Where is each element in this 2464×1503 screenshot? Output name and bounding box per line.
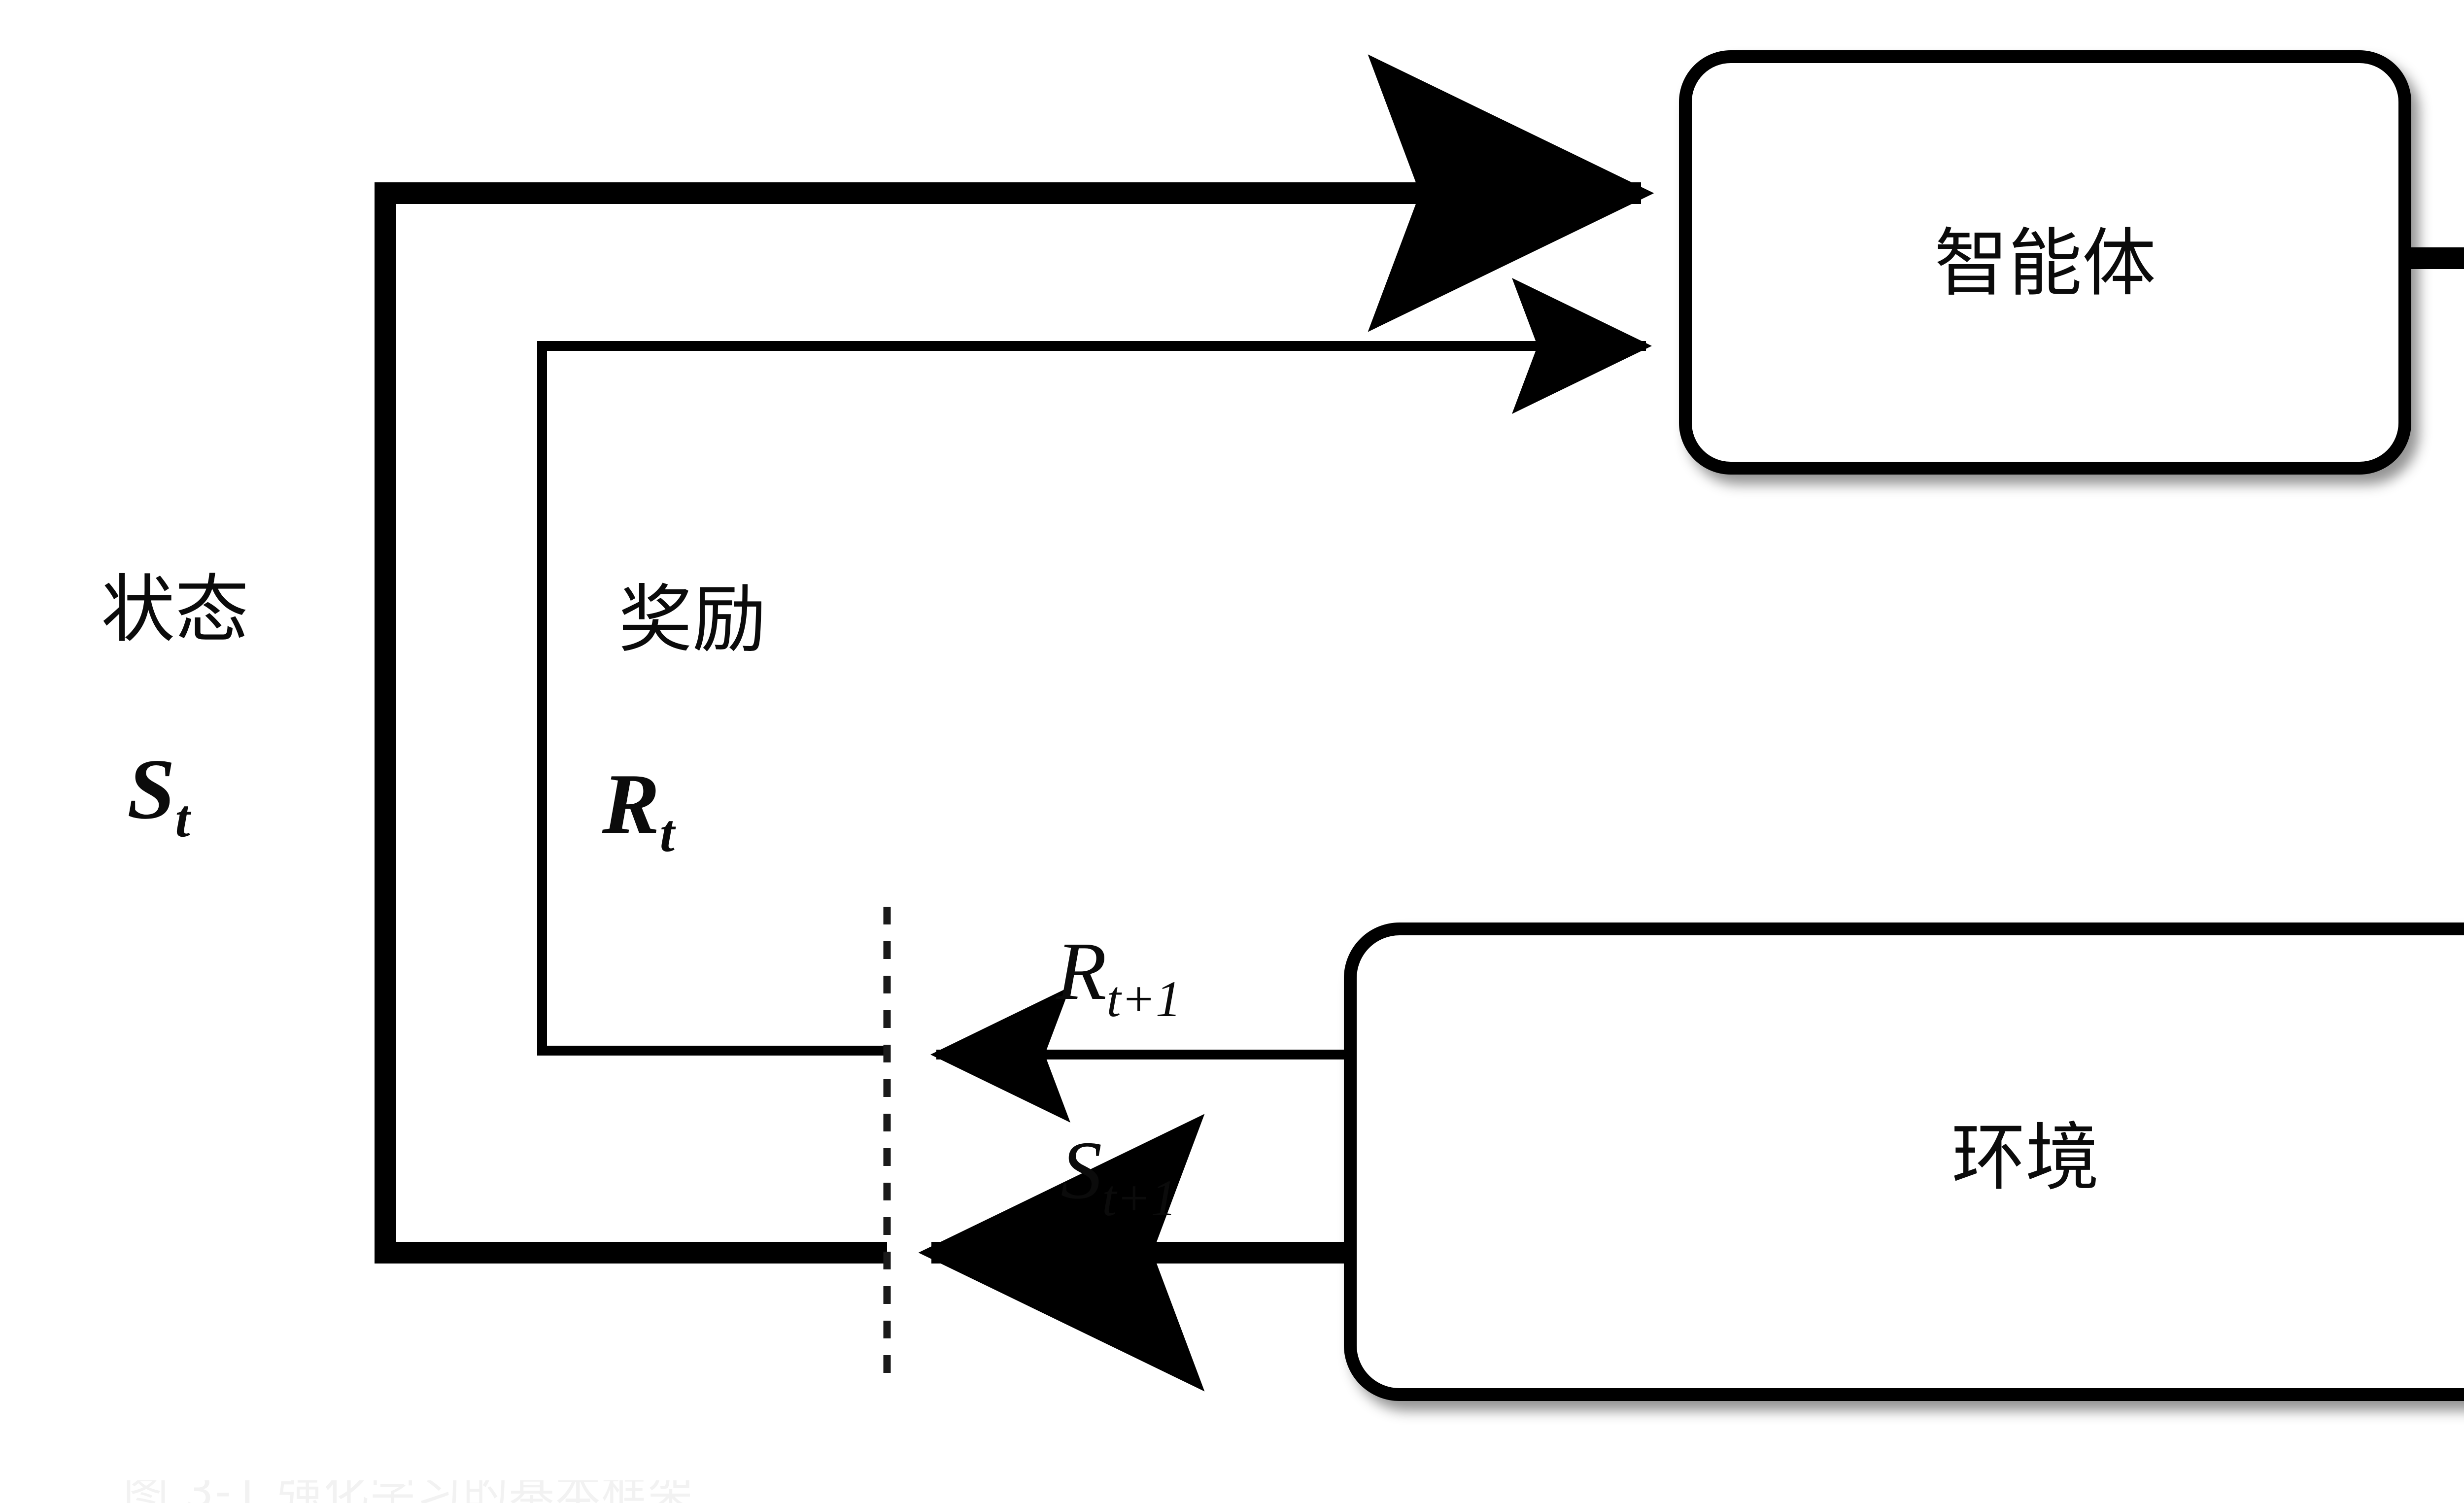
agent-box[interactable] bbox=[1679, 50, 2411, 475]
reward-feedback-path bbox=[537, 278, 1652, 1056]
partial-caption: 图 3-1 强化学习的基本框架 bbox=[123, 1480, 1700, 1503]
state-feedback-path bbox=[375, 54, 1654, 1264]
agent-node[interactable] bbox=[1679, 50, 2411, 475]
state-next-symbol-label: St+1 bbox=[1061, 1125, 1176, 1227]
state-symbol-label: St bbox=[127, 741, 191, 848]
environment-box-label: 环境 bbox=[1951, 1115, 2099, 1201]
edge-reward-feedback bbox=[537, 278, 1652, 1056]
reward-label-cn: 奖励 bbox=[618, 577, 766, 663]
edge-state-feedback bbox=[375, 54, 1654, 1264]
environment-box[interactable] bbox=[1344, 922, 2464, 1401]
state-label-cn: 状态 bbox=[101, 567, 249, 653]
reward-symbol-label: Rt bbox=[602, 756, 676, 863]
reward-next-symbol-label: Rt+1 bbox=[1056, 925, 1181, 1027]
environment-node[interactable] bbox=[1344, 922, 2464, 1401]
agent-box-label: 智能体 bbox=[1934, 221, 2156, 307]
